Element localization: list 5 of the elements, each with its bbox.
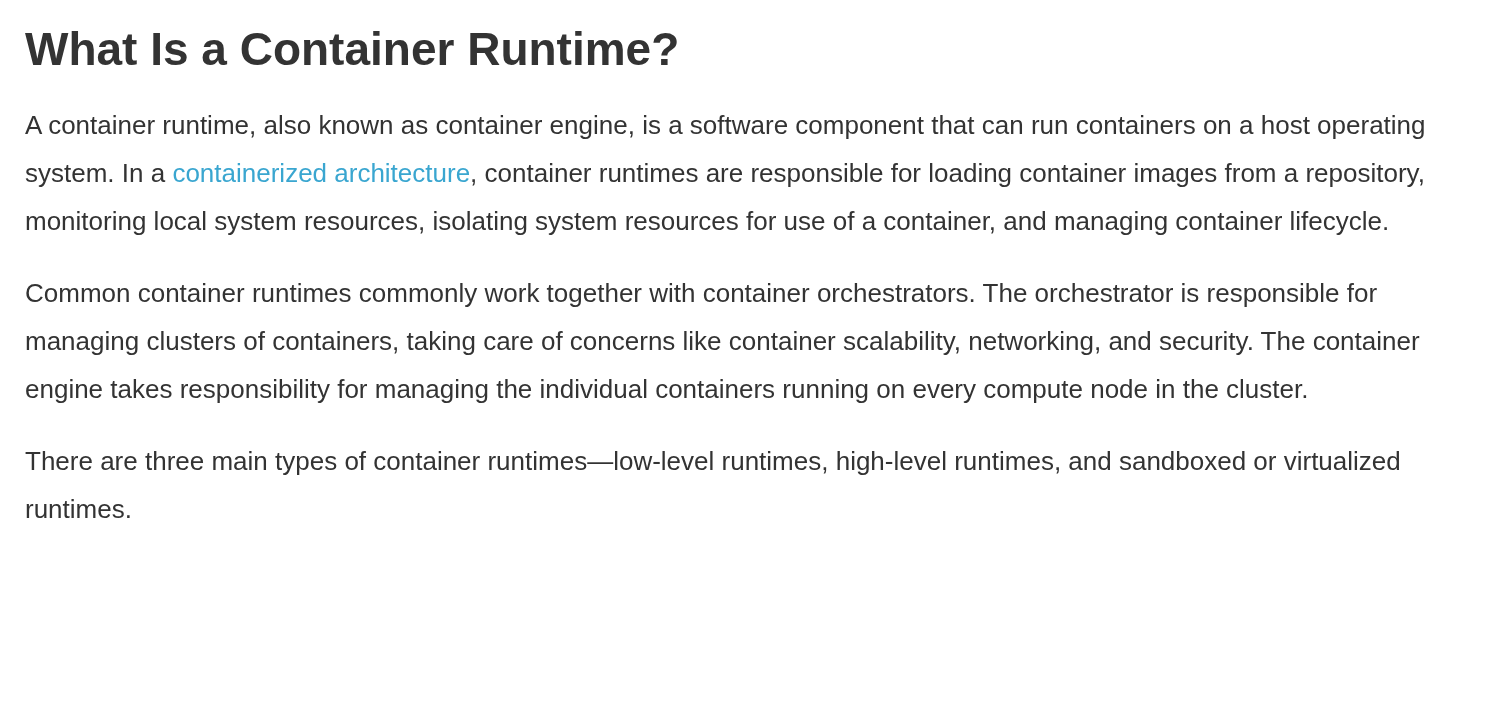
page-title: What Is a Container Runtime?	[25, 22, 681, 77]
paragraph: There are three main types of container runtimes—low-level runtimes, high-level runtimes, and sandboxed or virtualized runtimes.	[25, 445, 1402, 527]
paragraph: Common container runtimes commonly work together with container orchestrators. The orchestrator is responsible for managing clusters of containers, taking care of concerns like container scalability, networking, and security. The container engine takes responsibility for managing the individual containers running on every compute node in the cluster.	[25, 277, 1421, 407]
text-link: containerized architecture	[172, 158, 471, 189]
paragraph: A container runtime, also known as container engine, is a software component that can run containers on a host operating system. In a containerized architecture, container runtimes are responsible for loading container images from a repository, monitoring local system resources, isolating system resources for use of a container, and managing container lifecycle.	[25, 109, 1427, 239]
